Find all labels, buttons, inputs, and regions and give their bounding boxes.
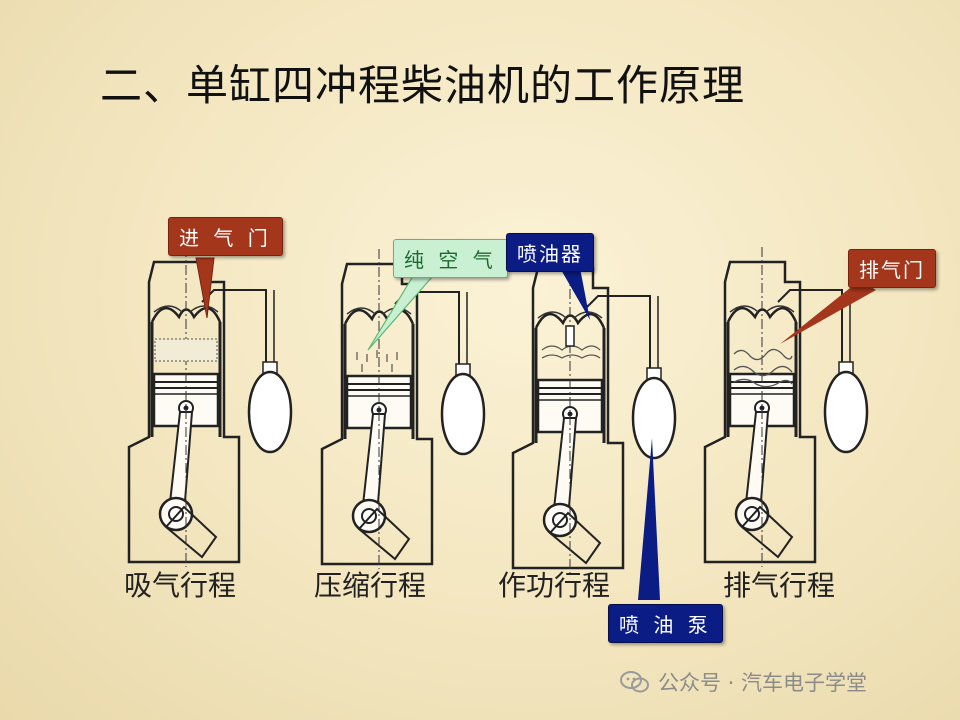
injection-pump-callout: 喷 油 泵 — [608, 604, 723, 643]
fresh-air-callout: 纯 空 气 — [393, 239, 508, 278]
stage-label-exhaust: 排气行程 — [723, 564, 835, 604]
wechat-icon — [620, 670, 650, 694]
exhaust-valve-callout: 排气门 — [848, 249, 936, 288]
intake-valve-callout: 进 气 门 — [168, 217, 283, 256]
stage-label-intake: 吸气行程 — [124, 564, 236, 604]
stage-label-compression: 压缩行程 — [314, 564, 426, 604]
watermark-text: 公众号 · 汽车电子学堂 — [658, 667, 867, 697]
injection-pump-pointer — [638, 438, 660, 600]
watermark: 公众号 · 汽车电子学堂 — [620, 667, 867, 697]
stage-label-power: 作功行程 — [498, 564, 610, 604]
injector-callout: 喷油器 — [506, 233, 594, 272]
